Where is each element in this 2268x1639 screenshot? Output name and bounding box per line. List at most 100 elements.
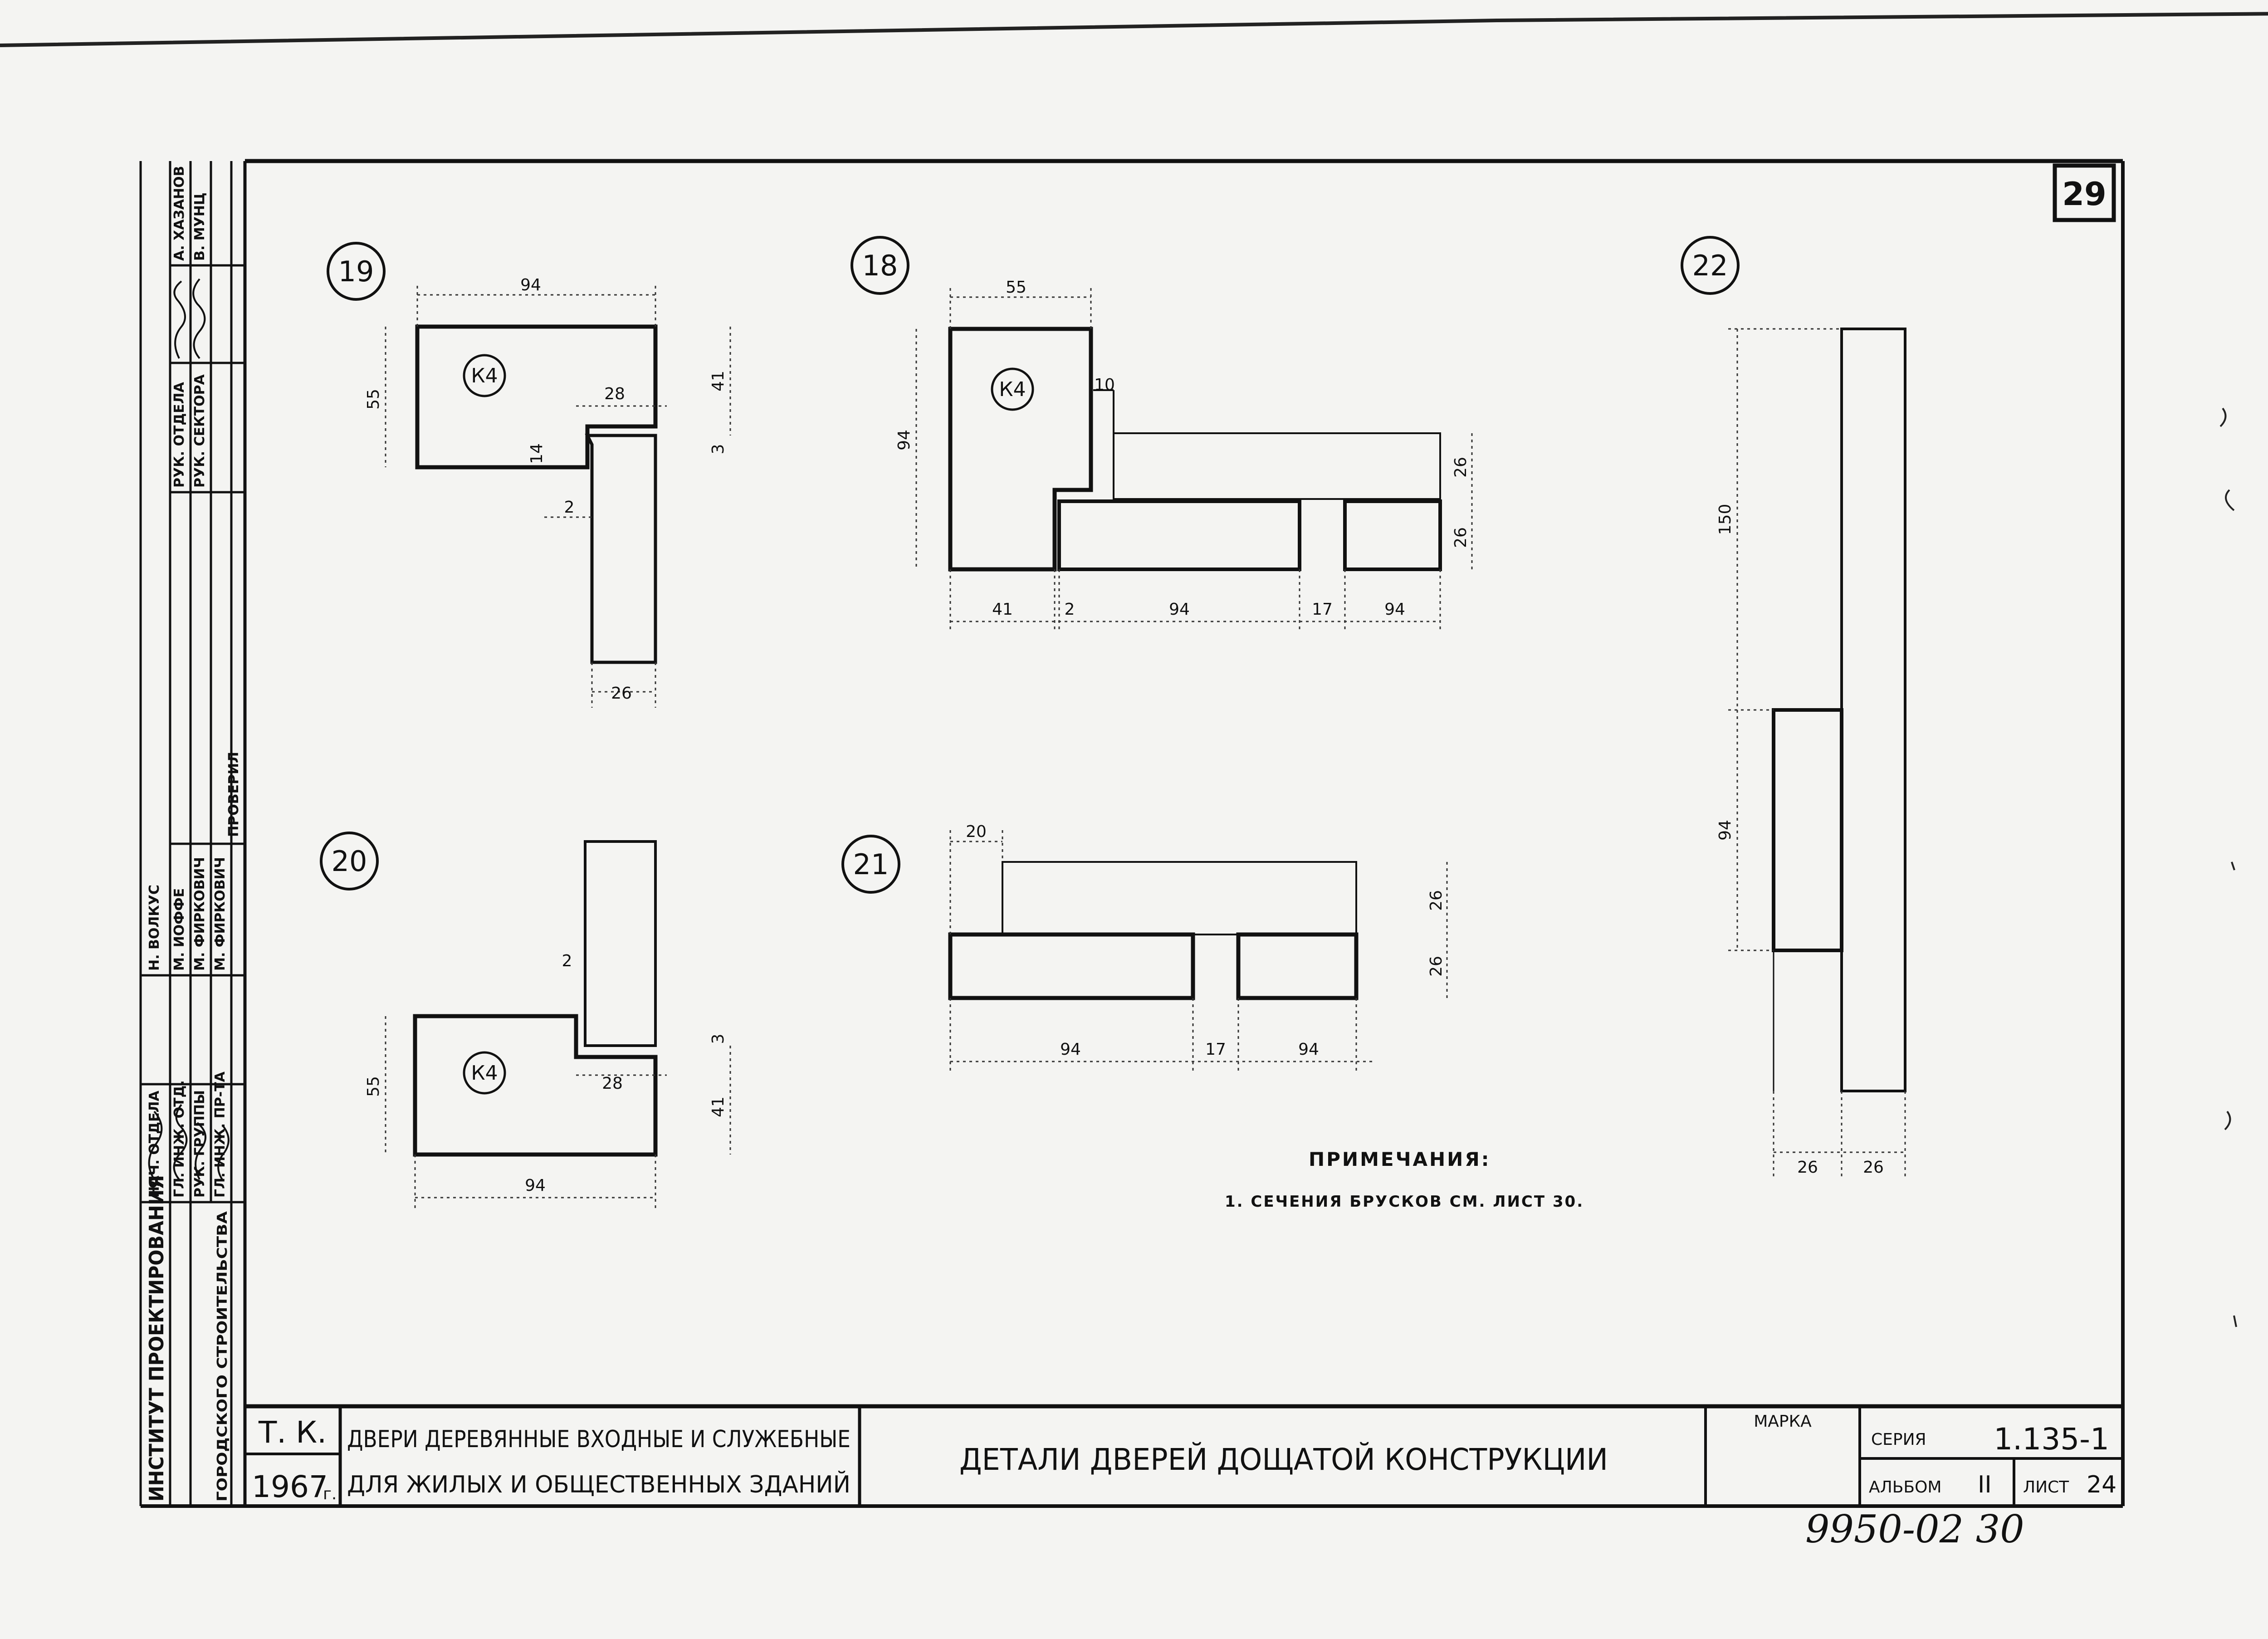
side-stamp bbox=[139, 161, 245, 1506]
detail-18-dim-right-lower: 26 bbox=[1452, 527, 1470, 548]
detail-18-dim-b5: 94 bbox=[1384, 600, 1405, 619]
drawing-title: ДЕТАЛИ ДВЕРЕЙ ДОЩАТОЙ КОНСТРУКЦИИ bbox=[959, 1442, 1608, 1477]
detail-18-dim-b4: 17 bbox=[1312, 600, 1333, 619]
detail-20-bubble bbox=[320, 832, 379, 890]
detail-19: 19 К4 94 55 41 28 3 14 2 26 bbox=[327, 242, 731, 708]
detail-21-dim-right-upper: 26 bbox=[1427, 890, 1446, 911]
detail-22: 22 150 94 26 26 bbox=[1681, 236, 1906, 1179]
detail-19-k4-mark bbox=[463, 354, 506, 397]
paper-edge bbox=[0, 12, 2268, 47]
detail-19-bubble bbox=[327, 242, 386, 301]
drawing-frame bbox=[141, 159, 2125, 1508]
detail-19-dim-step: 28 bbox=[604, 385, 625, 403]
side-stamp-text: ИНСТИТУТ ПРОЕКТИРОВАНИЯ ГОРОДСКОГО СТРОИ… bbox=[145, 166, 242, 1502]
detail-21-board-lower-2 bbox=[1236, 932, 1359, 1000]
upper-role-1: РУК. ОТДЕЛА bbox=[171, 382, 187, 488]
detail-20-dim-offset: 2 bbox=[562, 952, 572, 970]
detail-18-label: 18 bbox=[862, 249, 898, 282]
detail-21-dim-b1: 94 bbox=[1060, 1040, 1081, 1059]
detail-19-dim-top: 94 bbox=[520, 276, 541, 294]
detail-20-dim-step: 28 bbox=[602, 1074, 623, 1093]
detail-19-dim-offset: 2 bbox=[564, 498, 575, 517]
marka-label: МАРКА bbox=[1754, 1412, 1812, 1431]
lower-name-4: М. ФИРКОВИЧ bbox=[212, 857, 228, 971]
detail-21-dim-top: 20 bbox=[966, 822, 987, 841]
sheet-number: 29 bbox=[2062, 176, 2106, 213]
detail-21-dim-b2: 17 bbox=[1205, 1040, 1226, 1059]
detail-20-k4: К4 bbox=[471, 1062, 498, 1085]
notes-item-1: 1. СЕЧЕНИЯ БРУСКОВ СМ. ЛИСТ 30. bbox=[1225, 1193, 1584, 1211]
detail-22-board-stile bbox=[1840, 328, 1906, 1092]
detail-18-dim-b2: 2 bbox=[1065, 600, 1075, 619]
detail-22-bubble bbox=[1681, 236, 1740, 295]
upper-name-1: А. ХАЗАНОВ bbox=[171, 166, 187, 261]
title-block bbox=[245, 1404, 2123, 1506]
list-label: ЛИСТ bbox=[2023, 1478, 2069, 1497]
detail-19-k4: К4 bbox=[471, 364, 498, 387]
detail-18-dim-top: 55 bbox=[1006, 278, 1026, 297]
detail-19-board bbox=[585, 434, 657, 664]
detail-18-board-lower-1 bbox=[1057, 499, 1301, 571]
detail-18-dim-notch: 10 bbox=[1094, 376, 1115, 394]
project-title-line2: ДЛЯ ЖИЛЫХ И ОБЩЕСТВЕННЫХ ЗДАНИЙ bbox=[347, 1471, 850, 1498]
lower-name-1: Н. ВОЛКУС bbox=[147, 885, 162, 971]
detail-18-dim-right-upper: 26 bbox=[1452, 457, 1470, 478]
checked-label: ПРОВЕРИЛ bbox=[226, 752, 242, 837]
detail-19-label: 19 bbox=[338, 255, 374, 288]
detail-21-board-upper bbox=[1002, 861, 1357, 935]
lower-name-2: М. ИОФФЕ bbox=[171, 888, 187, 971]
notes-title: ПРИМЕЧАНИЯ: bbox=[1309, 1148, 1491, 1170]
detail-20-dim-bottom: 94 bbox=[525, 1176, 546, 1195]
lower-role-1: НАЧ. ОТДЕЛА bbox=[147, 1090, 162, 1198]
detail-19-dim-lip: 14 bbox=[528, 443, 546, 464]
detail-22-dim-b1: 26 bbox=[1797, 1158, 1818, 1177]
detail-20-label: 20 bbox=[332, 845, 367, 878]
detail-18-k4: К4 bbox=[999, 378, 1026, 401]
detail-21: 21 20 26 26 94 17 94 bbox=[841, 822, 1448, 1073]
album-value: II bbox=[1978, 1471, 1992, 1498]
upper-role-2: РУК. СЕКТОРА bbox=[192, 374, 208, 488]
detail-19-dim-right: 41 bbox=[709, 371, 728, 391]
detail-21-board-lower-1 bbox=[948, 932, 1195, 1000]
institute-name-line2: ГОРОДСКОГО СТРОИТЕЛЬСТВА bbox=[215, 1211, 230, 1502]
archive-number: 9950-02 30 bbox=[1805, 1507, 2024, 1551]
detail-19-dim-left: 55 bbox=[364, 389, 383, 410]
detail-20: 20 К4 2 3 28 55 41 94 bbox=[320, 832, 731, 1209]
detail-20-dim-left: 55 bbox=[364, 1076, 383, 1097]
detail-20-dim-right: 41 bbox=[709, 1096, 728, 1117]
detail-18-profile bbox=[948, 327, 1093, 572]
year: 1967 bbox=[252, 1469, 328, 1504]
album-label: АЛЬБОМ bbox=[1869, 1478, 1942, 1497]
institute-name-line1: ИНСТИТУТ ПРОЕКТИРОВАНИЯ bbox=[145, 1175, 168, 1502]
detail-22-dim-b2: 26 bbox=[1863, 1158, 1884, 1177]
lower-role-4: ГЛ. ИНЖ. ПР-ТА bbox=[212, 1071, 228, 1198]
sheet-number-box bbox=[2053, 163, 2116, 222]
detail-18-dim-b1: 41 bbox=[992, 600, 1013, 619]
detail-18-k4-mark bbox=[991, 367, 1034, 411]
lower-name-3: М. ФИРКОВИЧ bbox=[192, 857, 208, 971]
detail-21-bubble bbox=[841, 835, 900, 894]
lower-role-3: РУК. ГРУППЫ bbox=[192, 1090, 208, 1198]
detail-22-dim-upper: 150 bbox=[1716, 504, 1735, 535]
detail-18: 18 К4 55 94 10 26 26 41 2 94 17 bbox=[850, 236, 1473, 633]
detail-20-k4-mark bbox=[463, 1051, 506, 1095]
project-title-line1: ДВЕРИ ДЕРЕВЯННЫЕ ВХОДНЫЕ И СЛУЖЕБНЫЕ bbox=[347, 1426, 850, 1453]
detail-18-board-lower-2 bbox=[1343, 499, 1442, 571]
detail-18-board-upper bbox=[1113, 432, 1441, 500]
signatures bbox=[148, 278, 230, 1180]
detail-18-bubble bbox=[850, 236, 909, 295]
year-suffix: г. bbox=[323, 1485, 337, 1503]
detail-19-dim-gap: 3 bbox=[709, 444, 728, 455]
series-value: 1.135-1 bbox=[1994, 1422, 2109, 1457]
detail-21-label: 21 bbox=[853, 848, 889, 881]
list-value: 24 bbox=[2087, 1471, 2116, 1498]
detail-22-label: 22 bbox=[1692, 249, 1728, 282]
detail-20-dim-gap: 3 bbox=[709, 1034, 728, 1044]
detail-22-board-rail bbox=[1772, 708, 1843, 952]
detail-21-dim-b3: 94 bbox=[1298, 1040, 1319, 1059]
margin-marks bbox=[2219, 407, 2237, 1327]
detail-18-dim-b3: 94 bbox=[1169, 600, 1190, 619]
lower-role-2: ГЛ. ИНЖ. ОТД. bbox=[171, 1080, 187, 1198]
upper-name-2: В. МУНЦ bbox=[192, 192, 208, 261]
detail-21-dim-right-lower: 26 bbox=[1427, 956, 1446, 977]
